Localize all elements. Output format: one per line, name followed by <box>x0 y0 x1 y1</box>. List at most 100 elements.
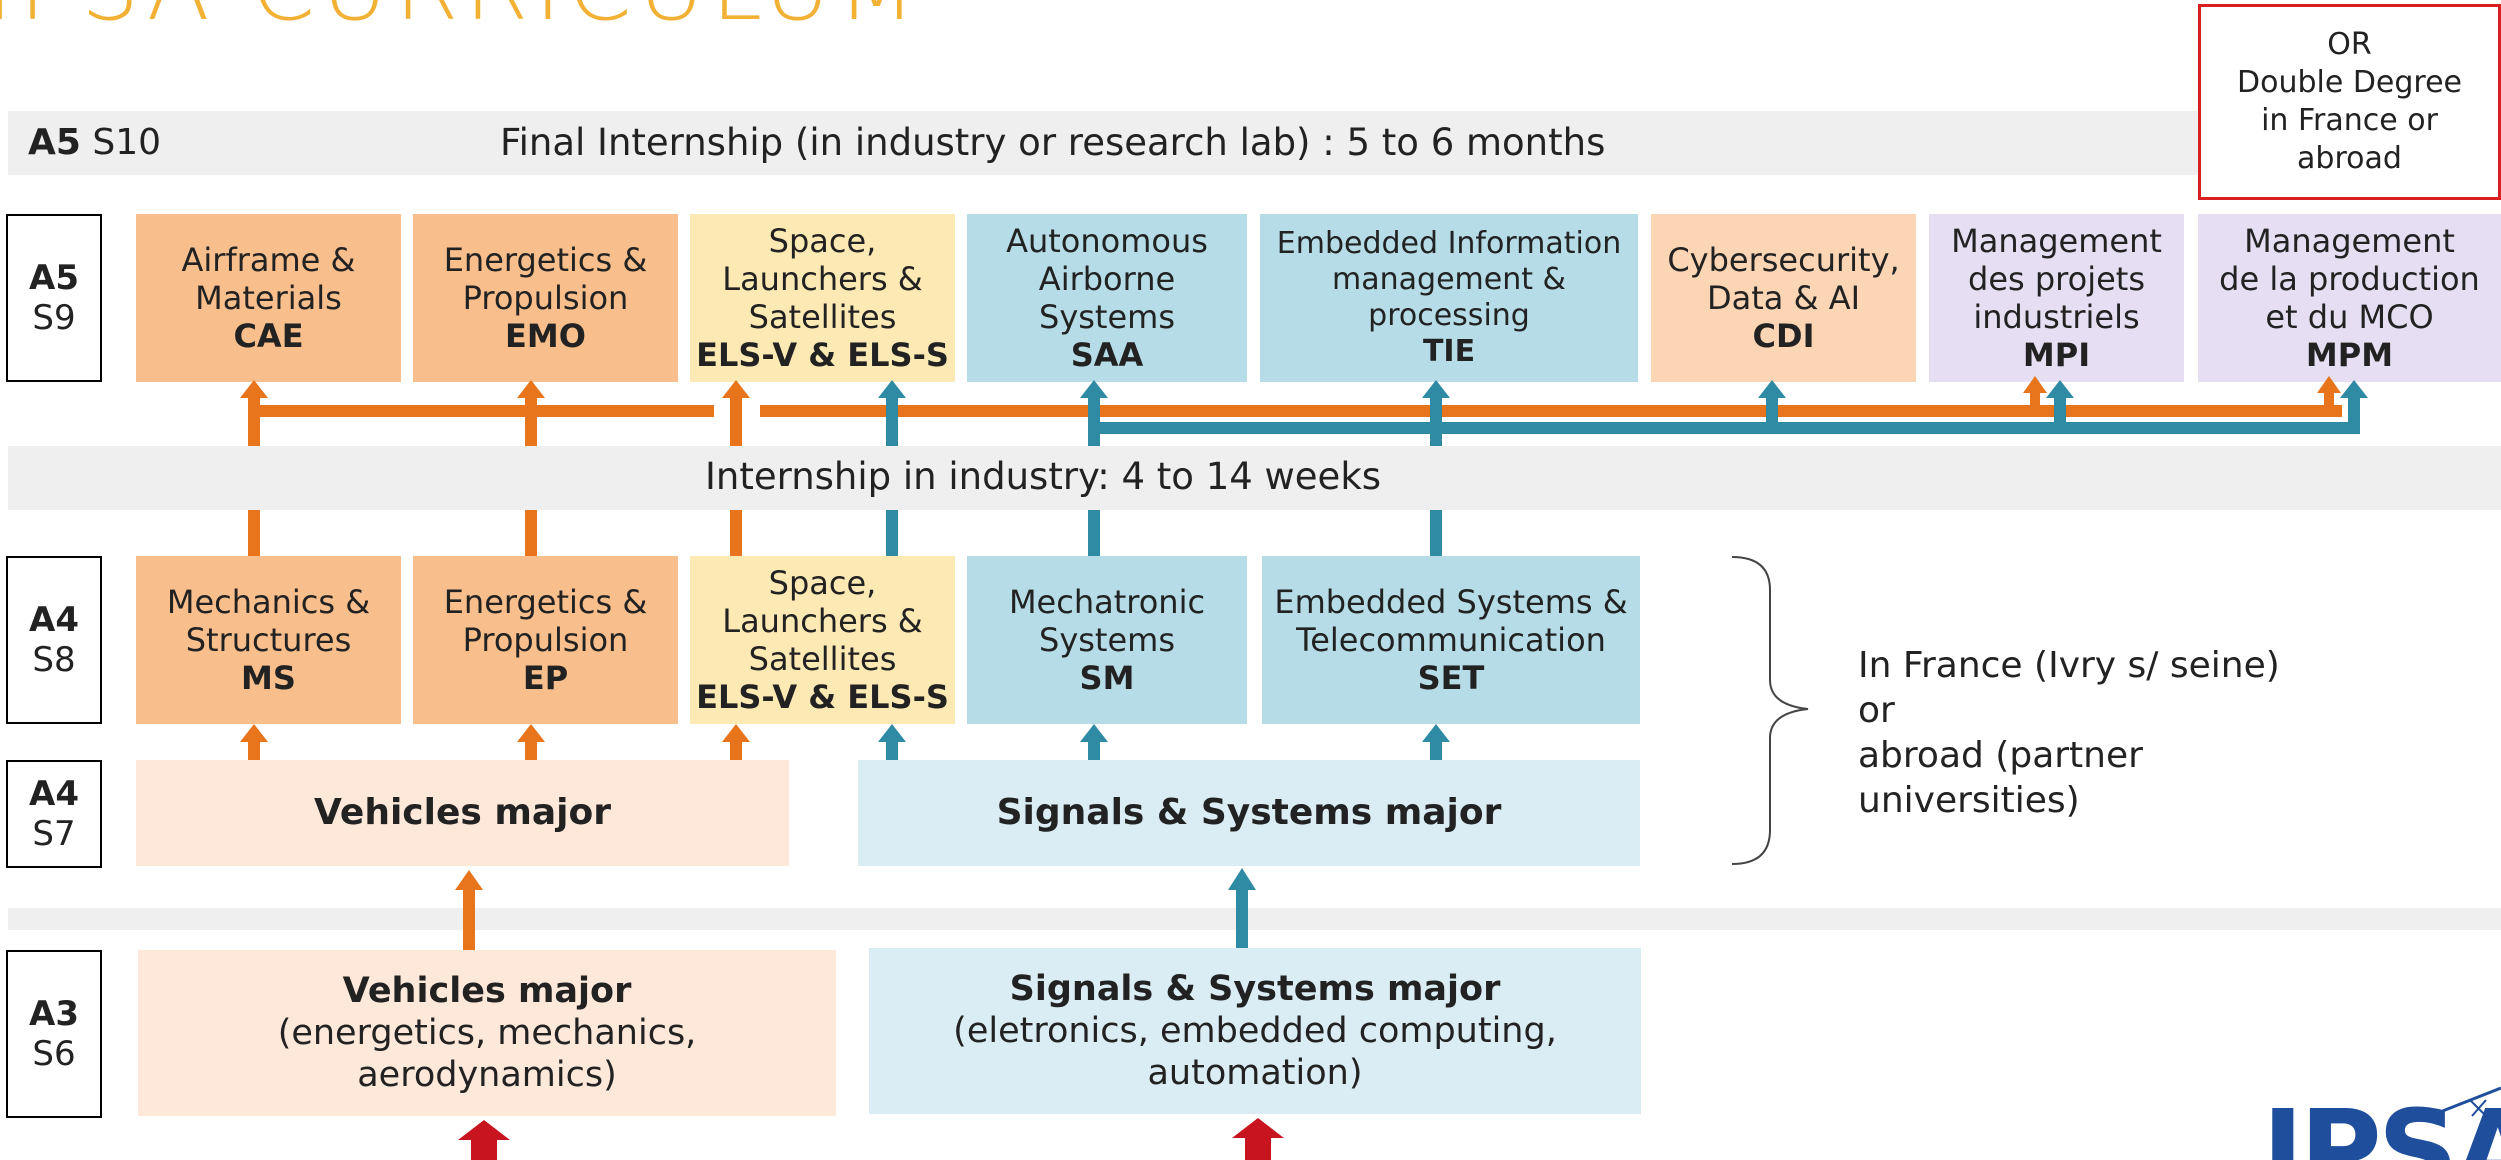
major-signals-a3: Signals & Systems major (eletronics, emb… <box>869 948 1641 1114</box>
spec-line: de la production <box>2219 260 2480 298</box>
spec-line: Satellites <box>748 640 897 678</box>
year-a4: A4 <box>29 774 79 814</box>
shaft <box>248 740 260 760</box>
spec-line: Satellites <box>748 298 897 336</box>
shaft <box>1236 888 1248 948</box>
vehicles-arrows-s9 <box>240 376 2341 446</box>
major-title: Signals & Systems major <box>1009 969 1501 1009</box>
semester-s10: S10 <box>92 122 162 163</box>
arrow-up-icon <box>455 870 483 890</box>
shaft <box>2030 392 2040 414</box>
spec-code: CAE <box>233 317 304 355</box>
year-a5: A5 <box>28 122 81 163</box>
arrow-up-icon <box>2340 380 2368 398</box>
logo-text: IPSA <box>2262 1087 2501 1160</box>
year-a5: A5 <box>29 258 79 298</box>
spec-line: Management <box>2244 222 2455 260</box>
ipsa-logo: IPSA <box>2262 1086 2501 1160</box>
major-desc: automation) <box>1147 1053 1363 1093</box>
shaft <box>1088 398 1100 446</box>
band-internship <box>8 446 2501 510</box>
spec-line: Materials <box>195 279 342 317</box>
spec-code: SET <box>1417 659 1485 697</box>
shaft <box>1430 510 1442 556</box>
shaft <box>1430 740 1442 760</box>
spec-code: MPM <box>2305 336 2394 374</box>
spec-line: Embedded Systems & <box>1274 583 1628 621</box>
spec-code: TIE <box>1422 334 1476 369</box>
spec-box-emo: Energetics & Propulsion EMO <box>413 214 678 382</box>
spec-line: Airframe & <box>181 241 356 279</box>
or-line-2: Double Degree <box>2236 65 2463 100</box>
arrow-up-icon <box>878 380 906 398</box>
shaft <box>1088 740 1100 760</box>
spec-line: Energetics & <box>443 241 648 279</box>
spec-box-set: Embedded Systems & Telecommunication SET <box>1262 556 1640 724</box>
arrow-up-icon <box>1422 724 1450 742</box>
year-a3: A3 <box>29 994 79 1034</box>
entry-arrows <box>458 1118 1284 1160</box>
spec-code: ELS-V & ELS-S <box>696 336 949 374</box>
spec-box-ms: Mechanics & Structures MS <box>136 556 401 724</box>
arrow-up-icon <box>517 724 545 742</box>
arrow-up-icon <box>1228 868 1256 890</box>
vehicles-connectors <box>248 510 742 556</box>
band-separator <box>8 908 2501 930</box>
arrow-up-icon <box>2023 376 2047 393</box>
spec-line: Structures <box>185 621 352 659</box>
spec-box-saa: Autonomous Airborne Systems SAA <box>967 214 1247 382</box>
arrow-up-icon <box>517 380 545 398</box>
year-box-a5-s9: A5 S9 <box>6 214 102 382</box>
spec-box-cdi: Cybersecurity, Data & AI CDI <box>1651 214 1916 382</box>
location-text: In France (Ivry s/ seine) or abroad (par… <box>1858 643 2280 823</box>
spec-line: management & <box>1332 262 1566 297</box>
signals-arrows-s9 <box>878 380 2368 446</box>
major-vehicles-a4: Vehicles major <box>136 760 789 866</box>
signals-arrows-s8 <box>878 724 1450 760</box>
vehicles-bus <box>760 405 2342 417</box>
arrow-up-icon <box>2046 380 2074 398</box>
spec-line: Autonomous <box>1006 222 1208 260</box>
shaft <box>1430 398 1442 446</box>
spec-line: Airborne <box>1038 260 1176 298</box>
major-title: Signals & Systems major <box>996 792 1502 833</box>
shaft <box>248 398 260 446</box>
shaft <box>886 398 898 446</box>
year-box-a4-s8: A4 S8 <box>6 556 102 724</box>
shaft <box>1766 398 1778 428</box>
spec-code: CDI <box>1752 317 1815 355</box>
spec-box-cae: Airframe & Materials CAE <box>136 214 401 382</box>
shaft <box>730 740 742 760</box>
spec-line: Management <box>1951 222 2162 260</box>
shaft <box>525 398 537 446</box>
spec-box-mpm: Management de la production et du MCO MP… <box>2198 214 2501 382</box>
spec-box-tie: Embedded Information management & proces… <box>1260 214 1638 382</box>
arrow-up-icon <box>240 724 268 742</box>
vehicles-arrows-s8 <box>240 724 750 760</box>
arrow-up-icon <box>722 724 750 742</box>
year-box-a4-s7: A4 S7 <box>6 760 102 868</box>
spec-code: EMO <box>505 317 586 355</box>
spec-code: SM <box>1079 659 1135 697</box>
arrow-up-icon <box>2317 376 2341 393</box>
shaft <box>2324 392 2334 414</box>
or-line-3: in France or <box>2261 103 2438 138</box>
semester-s9: S9 <box>32 298 76 338</box>
shaft <box>1088 510 1100 556</box>
spec-line: Systems <box>1039 621 1175 659</box>
major-signals-a4: Signals & Systems major <box>858 760 1640 866</box>
spec-line: Space, <box>768 564 877 602</box>
double-degree-box: OR Double Degree in France or abroad <box>2198 4 2501 200</box>
spec-line: Cybersecurity, <box>1667 241 1900 279</box>
major-title: Vehicles major <box>342 971 632 1011</box>
spec-box-sm: Mechatronic Systems SM <box>967 556 1247 724</box>
major-title: Vehicles major <box>314 792 611 833</box>
spec-line: Energetics & <box>443 583 648 621</box>
spec-line: Launchers & <box>722 602 923 640</box>
spec-line: Data & AI <box>1706 279 1861 317</box>
location-line: In France (Ivry s/ seine) <box>1858 645 2280 686</box>
spec-line: Systems <box>1039 298 1175 336</box>
arrow-up-icon <box>722 380 750 398</box>
major-vehicles-a3: Vehicles major (energetics, mechanics, a… <box>138 950 836 1116</box>
spec-code: MPI <box>2022 336 2091 374</box>
